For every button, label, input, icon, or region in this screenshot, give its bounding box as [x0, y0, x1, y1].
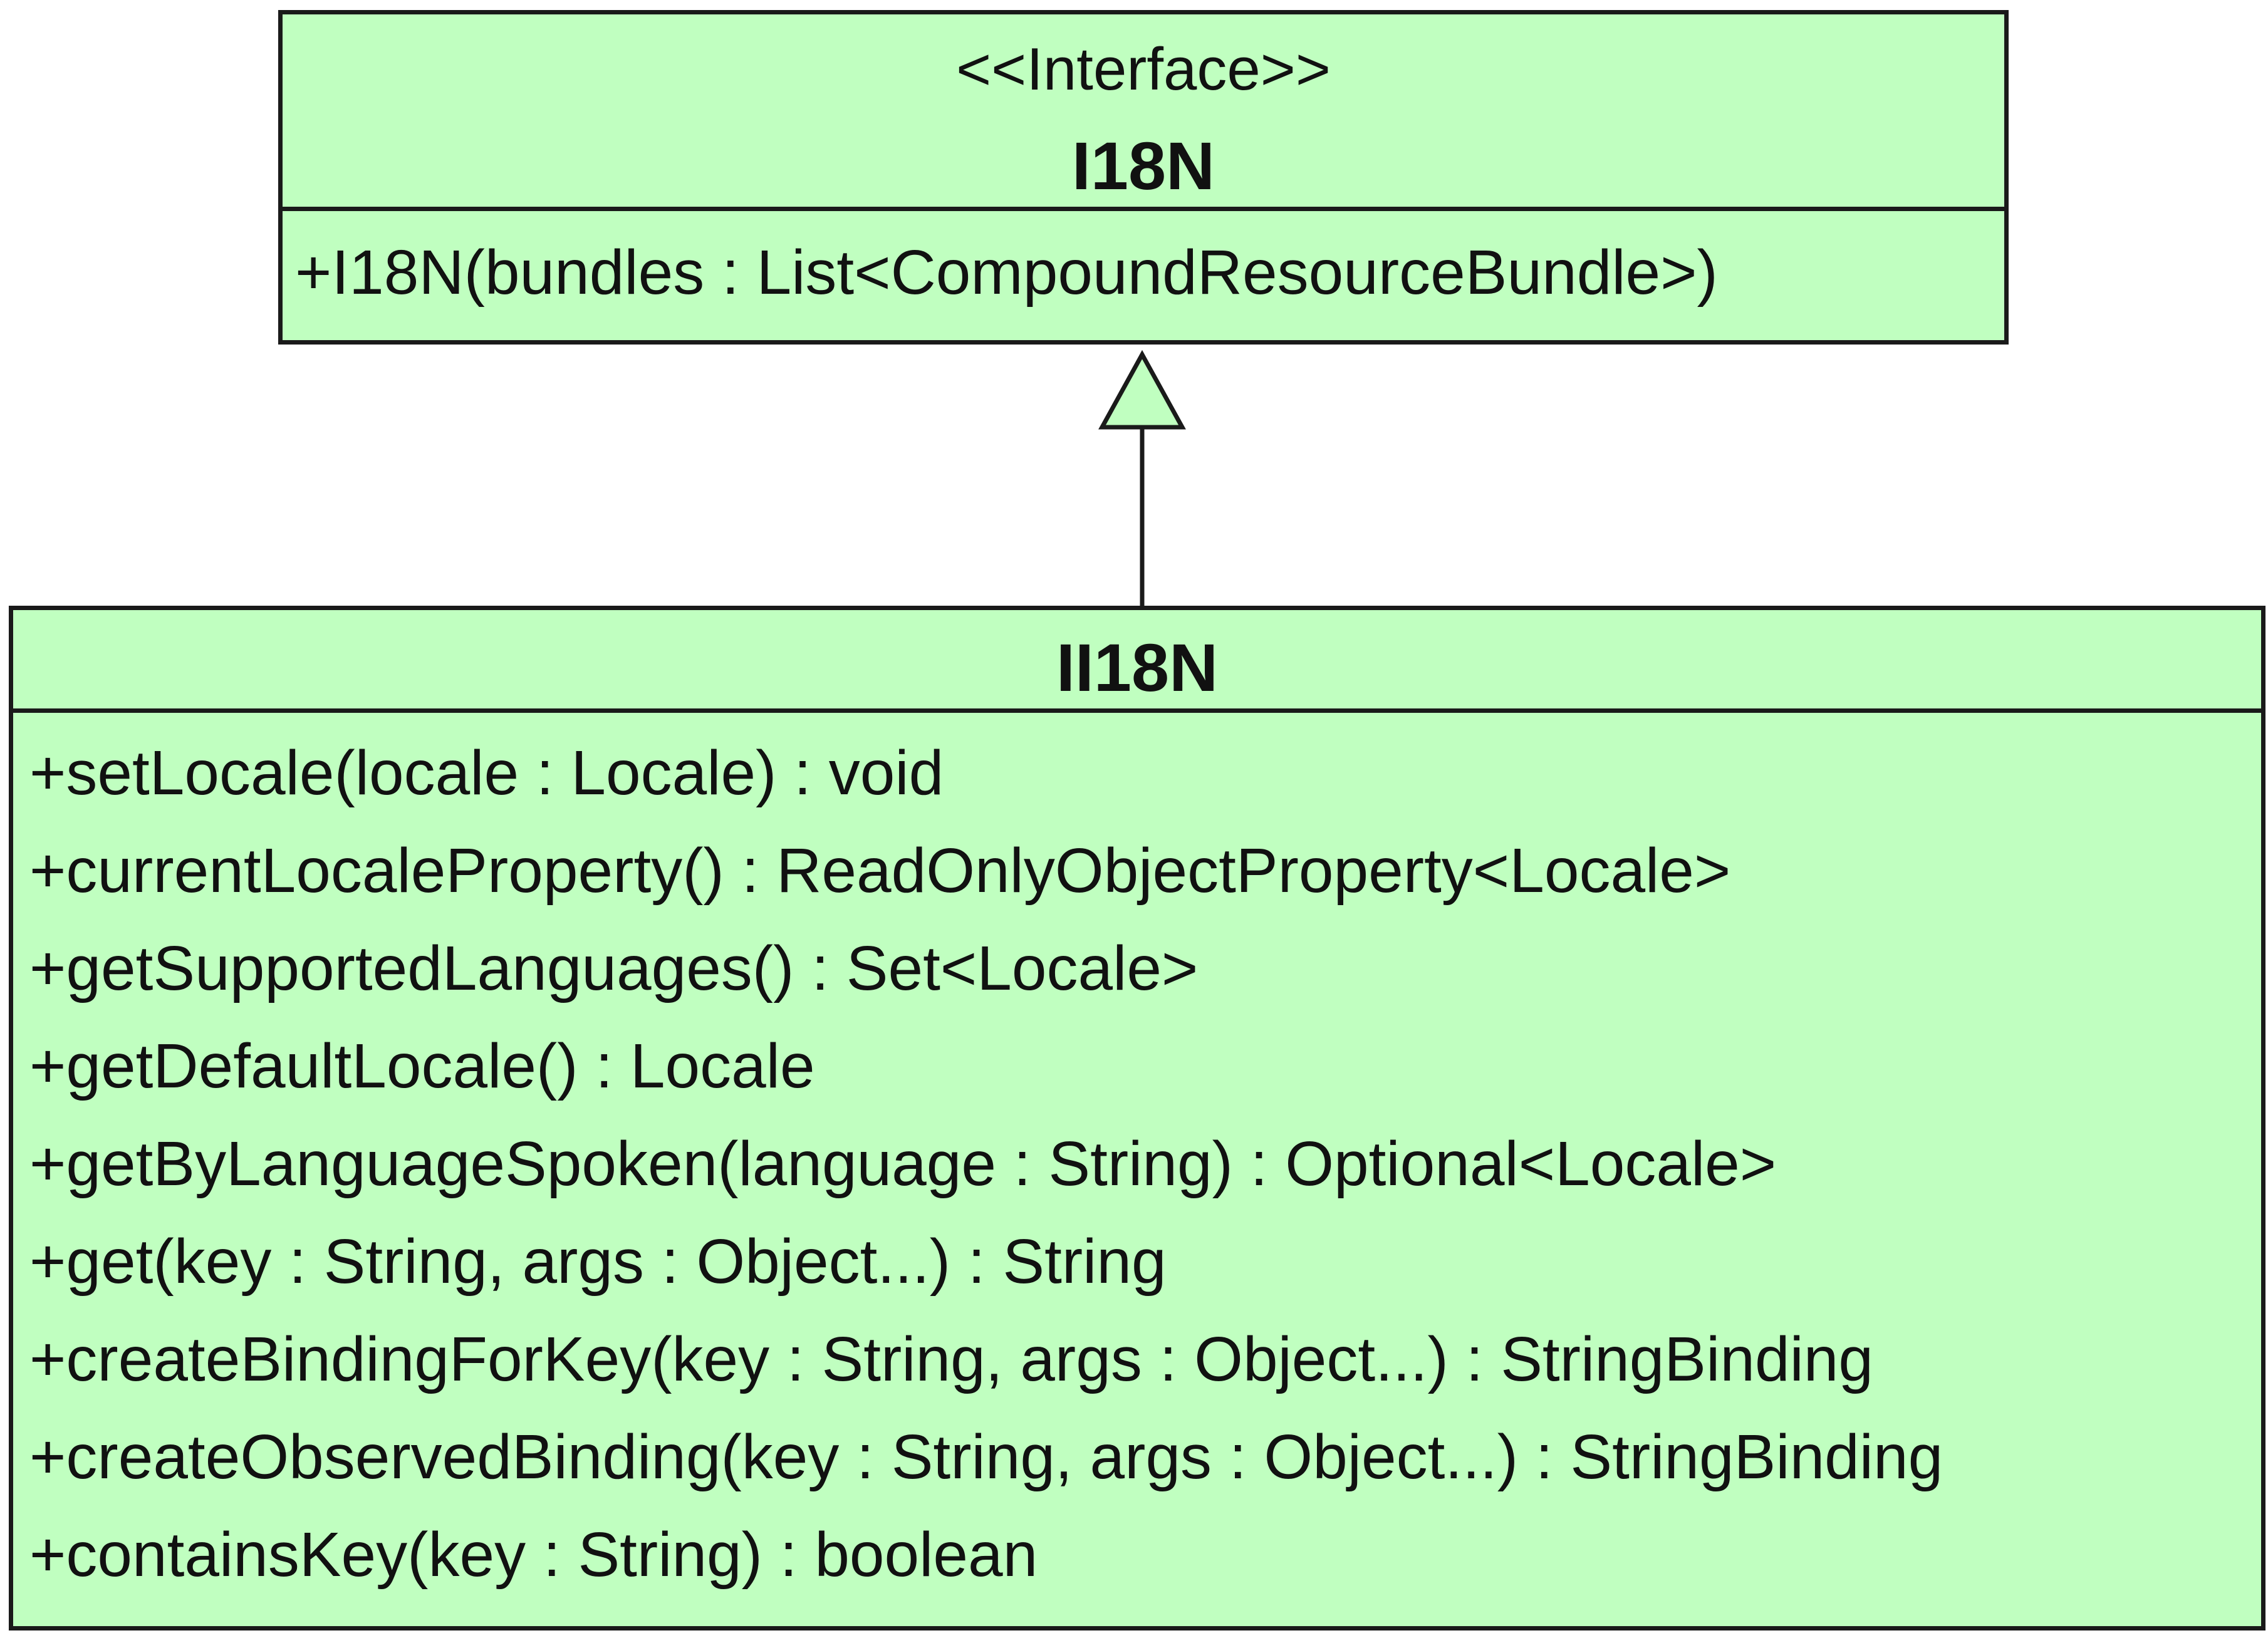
- member-set-locale: +setLocale(locale : Locale) : void: [29, 738, 944, 808]
- class-header-ii18n: II18N: [13, 610, 2261, 713]
- class-name-ii18n: II18N: [1056, 630, 1219, 705]
- member-constructor-i18n: +I18N(bundles : List<CompoundResourceBun…: [295, 237, 1718, 308]
- member-contains-key: +containsKey(key : String) : boolean: [29, 1520, 1038, 1590]
- member-create-binding-for-key: +createBindingForKey(key : String, args …: [29, 1324, 1874, 1394]
- class-name-i18n: I18N: [1071, 128, 1215, 204]
- member-create-observed-binding: +createObservedBinding(key : String, arg…: [29, 1422, 1943, 1492]
- member-get-default-locale: +getDefaultLocale() : Locale: [29, 1031, 815, 1101]
- member-get: +get(key : String, args : Object...) : S…: [29, 1226, 1167, 1297]
- member-get-by-language-spoken: +getByLanguageSpoken(language : String) …: [29, 1129, 1777, 1199]
- member-list-ii18n: +setLocale(locale : Locale) : void +curr…: [13, 713, 2261, 1604]
- stereotype-label: <<Interface>>: [956, 36, 1331, 103]
- realization-arrowhead: [1098, 350, 1186, 430]
- member-current-locale-property: +currentLocaleProperty() : ReadOnlyObjec…: [29, 836, 1731, 906]
- class-box-ii18n[interactable]: II18N +setLocale(locale : Locale) : void…: [9, 606, 2265, 1630]
- class-header-i18n: <<Interface>> I18N: [283, 14, 2004, 211]
- class-box-i18n[interactable]: <<Interface>> I18N +I18N(bundles : List<…: [278, 10, 2009, 345]
- member-get-supported-languages: +getSupportedLanguages() : Set<Locale>: [29, 933, 1199, 1003]
- member-list-i18n: +I18N(bundles : List<CompoundResourceBun…: [283, 211, 2004, 308]
